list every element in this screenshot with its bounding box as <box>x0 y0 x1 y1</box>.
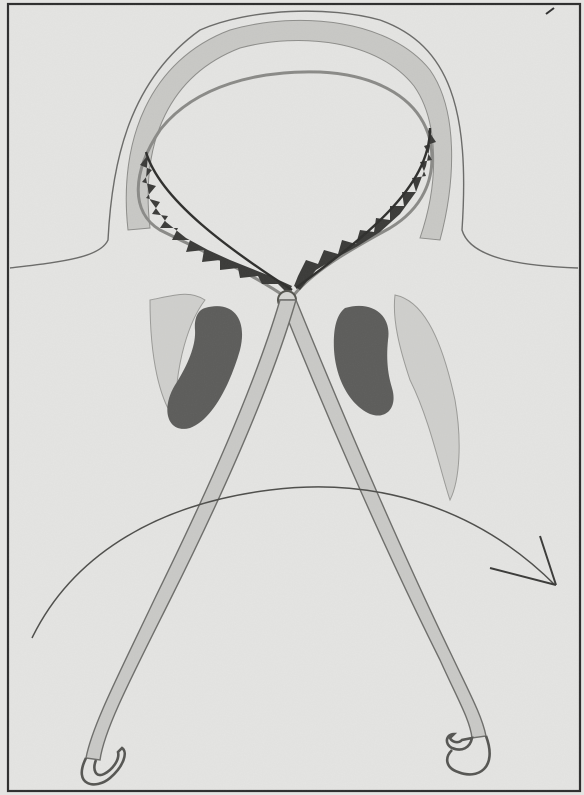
paper-grain <box>8 4 580 791</box>
